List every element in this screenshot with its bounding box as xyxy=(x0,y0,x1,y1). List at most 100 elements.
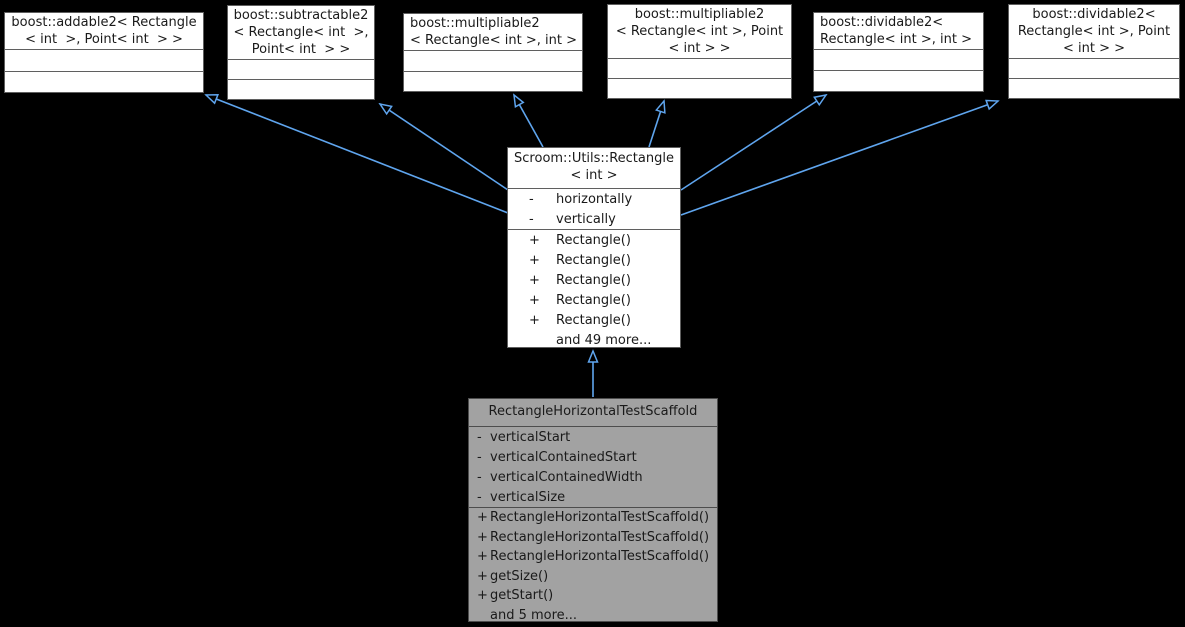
visibility-sign: - xyxy=(477,489,482,505)
visibility-sign: - xyxy=(529,191,534,207)
method-row: + Rectangle() xyxy=(508,230,680,250)
compartment-divider xyxy=(1009,78,1179,79)
visibility-sign: + xyxy=(529,272,540,288)
compartment-divider xyxy=(814,70,983,71)
class-title: boost::dividable2< Rectangle< int >, Poi… xyxy=(1009,5,1179,58)
class-title-line: < int >, Point< int > > xyxy=(25,32,183,47)
method-row: +RectangleHorizontalTestScaffold() xyxy=(469,528,717,548)
edge-rectangle-to-multipliable2-int xyxy=(514,95,544,148)
visibility-sign: - xyxy=(529,211,534,227)
method-row: + Rectangle() xyxy=(508,270,680,290)
method-row: +getStart() xyxy=(469,586,717,606)
compartment-divider xyxy=(404,70,582,72)
attribute-label: verticalContainedStart xyxy=(490,449,637,465)
compartment-divider xyxy=(814,49,983,50)
method-row: +RectangleHorizontalTestScaffold() xyxy=(469,547,717,567)
class-title-line: < int > > xyxy=(1062,41,1126,56)
edge-rectangle-to-addable2 xyxy=(206,95,509,214)
class-title-line: RectangleHorizontalTestScaffold xyxy=(488,404,698,419)
class-title: boost::multipliable2 < Rectangle< int >,… xyxy=(404,14,582,50)
method-label: Rectangle() xyxy=(556,252,631,268)
class-title-line: < Rectangle< int >, int > xyxy=(410,33,578,48)
compartment-divider xyxy=(469,426,717,427)
method-label: Rectangle() xyxy=(556,272,631,288)
class-title-line: boost::multipliable2 xyxy=(410,16,540,31)
attributes-compartment xyxy=(5,50,203,71)
class-title-line: Point< int > > xyxy=(251,42,351,57)
visibility-sign: - xyxy=(477,429,482,445)
attribute-label: vertically xyxy=(556,211,616,227)
more-members-label: and 5 more... xyxy=(490,607,578,623)
attributes-compartment: -verticalStart -verticalContainedStart -… xyxy=(469,427,717,507)
method-label: Rectangle() xyxy=(556,232,631,248)
class-title-line: boost::subtractable2 xyxy=(233,8,369,23)
compartment-divider xyxy=(404,50,582,51)
class-title: boost::multipliable2 < Rectangle< int >,… xyxy=(608,5,791,58)
compartment-divider xyxy=(5,49,203,50)
visibility-sign: + xyxy=(477,568,488,584)
class-title-line: boost::addable2< Rectangle xyxy=(11,15,197,30)
class-title: boost::addable2< Rectangle < int >, Poin… xyxy=(5,13,203,49)
class-node-boost-addable2[interactable]: boost::addable2< Rectangle < int >, Poin… xyxy=(4,12,204,93)
compartment-divider xyxy=(5,70,203,72)
compartment-divider xyxy=(608,78,791,79)
attribute-label: horizontally xyxy=(556,191,633,207)
method-label: getSize() xyxy=(490,568,549,584)
methods-compartment xyxy=(814,71,983,91)
visibility-sign: + xyxy=(529,252,540,268)
method-row: + Rectangle() xyxy=(508,310,680,330)
visibility-sign: + xyxy=(477,510,488,526)
class-title-line: < Rectangle< int >, Point xyxy=(615,24,784,39)
method-label: Rectangle() xyxy=(556,312,631,328)
attributes-compartment xyxy=(814,50,983,70)
edge-rectangle-to-dividable2-int xyxy=(680,95,826,191)
attribute-row: -verticalContainedStart xyxy=(469,447,717,467)
visibility-sign: + xyxy=(477,529,488,545)
attribute-label: verticalStart xyxy=(490,429,571,445)
compartment-divider xyxy=(508,188,680,189)
methods-compartment: +RectangleHorizontalTestScaffold() +Rect… xyxy=(469,508,717,625)
attribute-row: -verticalSize xyxy=(469,487,717,507)
attribute-row: -verticalContainedWidth xyxy=(469,467,717,487)
methods-compartment: + Rectangle() + Rectangle() + Rectangle() +… xyxy=(508,230,680,350)
class-title-line: boost::dividable2< xyxy=(1032,7,1156,22)
attributes-compartment xyxy=(228,60,374,79)
methods-compartment xyxy=(228,80,374,99)
class-title-line: boost::dividable2< xyxy=(820,15,944,30)
method-label: RectangleHorizontalTestScaffold() xyxy=(490,549,710,565)
compartment-divider xyxy=(228,59,374,60)
class-node-rectangle-horizontal-test-scaffold: RectangleHorizontalTestScaffold -vertica… xyxy=(468,398,718,625)
class-title: RectangleHorizontalTestScaffold xyxy=(469,399,717,426)
method-row: +getSize() xyxy=(469,567,717,587)
attribute-row: - horizontally xyxy=(508,189,680,209)
more-members-row: and 49 more... xyxy=(508,330,680,350)
edge-rectangle-to-multipliable2-point xyxy=(648,101,664,148)
edge-rectangle-to-dividable2-point xyxy=(680,101,998,216)
class-node-boost-dividable2-int[interactable]: boost::dividable2< Rectangle< int >, int… xyxy=(813,12,984,92)
attributes-compartment xyxy=(1009,59,1179,78)
class-node-boost-subtractable2[interactable]: boost::subtractable2 < Rectangle< int >,… xyxy=(227,5,375,100)
compartment-divider xyxy=(1009,58,1179,59)
compartment-divider xyxy=(228,79,374,80)
method-label: RectangleHorizontalTestScaffold() xyxy=(490,510,710,526)
visibility-sign: + xyxy=(529,312,540,328)
attribute-row: - vertically xyxy=(508,209,680,229)
class-node-scroom-utils-rectangle[interactable]: Scroom::Utils::Rectangle < int > -horizo… xyxy=(507,147,681,348)
class-title-line: Scroom::Utils::Rectangle xyxy=(514,151,674,166)
class-title-line: boost::multipliable2 xyxy=(634,7,765,22)
compartment-divider xyxy=(469,507,717,508)
attribute-label: verticalContainedWidth xyxy=(490,469,643,485)
class-node-boost-dividable2-point[interactable]: boost::dividable2< Rectangle< int >, Poi… xyxy=(1008,4,1180,99)
class-node-boost-multipliable2-point[interactable]: boost::multipliable2 < Rectangle< int >,… xyxy=(607,4,792,99)
method-row: +Rectangle() xyxy=(508,290,680,310)
compartment-divider xyxy=(508,229,680,230)
methods-compartment xyxy=(5,72,203,93)
visibility-sign: + xyxy=(529,232,540,248)
visibility-sign: + xyxy=(477,588,488,604)
method-label: getStart() xyxy=(490,588,554,604)
class-node-boost-multipliable2-int[interactable]: boost::multipliable2 < Rectangle< int >,… xyxy=(403,13,583,92)
visibility-sign: - xyxy=(477,449,482,465)
edge-rectangle-to-subtractable2 xyxy=(380,104,509,191)
